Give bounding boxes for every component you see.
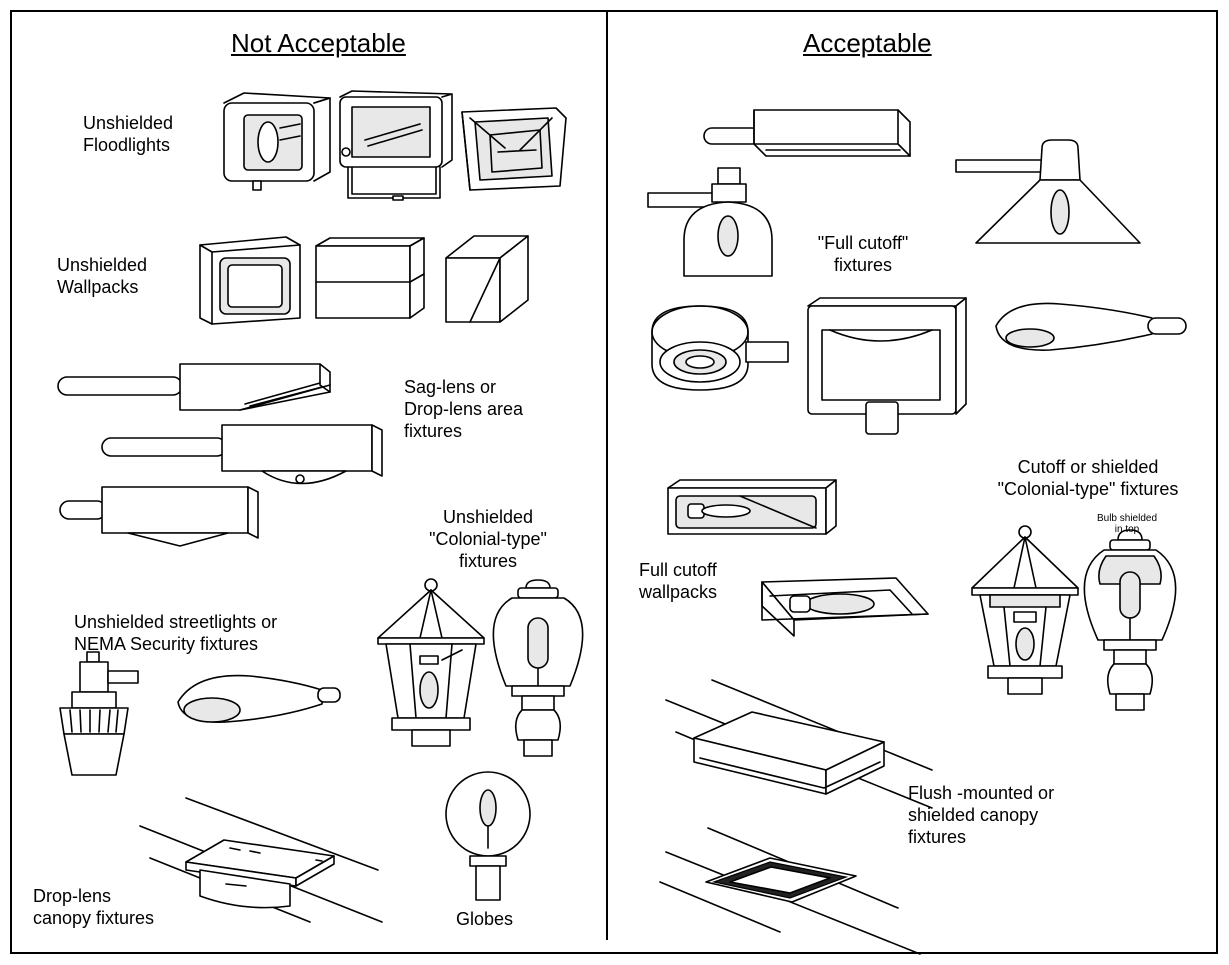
floodlight-1-icon	[224, 93, 330, 190]
label-cutoff-colonial-fixtures: Cutoff or shielded "Colonial-type" fixtu…	[997, 457, 1179, 499]
acorn-fixture-shielded-icon	[1084, 530, 1175, 710]
label-drop-lens-canopy: Drop-lens canopy fixtures	[33, 886, 155, 928]
sag-lens-fixture-2-icon	[102, 425, 382, 484]
colonial-lantern-shielded-icon	[972, 526, 1078, 694]
recessed-canopy-fixture-icon	[660, 828, 920, 954]
full-cutoff-round-fixture-icon	[652, 306, 788, 390]
floodlight-2-icon	[340, 91, 452, 200]
cobrahead-streetlight-unshielded-icon	[178, 676, 340, 723]
label-bulb-shielded: Bulb shielded in top	[1096, 513, 1158, 535]
full-cutoff-shoebox-1-icon	[704, 110, 910, 156]
globe-fixture-icon	[446, 772, 530, 900]
label-sag-lens-fixtures: Sag-lens or Drop-lens area fixtures	[404, 377, 524, 441]
heading-acceptable: Acceptable	[803, 28, 932, 58]
sag-lens-fixture-1-icon	[58, 364, 330, 410]
label-unshielded-colonial-fixtures: Unshielded "Colonial-type" fixtures	[429, 507, 547, 571]
full-cutoff-wallpack-1-icon	[668, 480, 836, 534]
sag-lens-fixture-3-icon	[60, 487, 258, 546]
wallpack-1-icon	[200, 237, 300, 324]
drop-lens-canopy-fixture-icon	[140, 798, 382, 922]
wallpack-3-icon	[446, 236, 528, 322]
nema-security-fixture-icon	[60, 652, 138, 775]
full-cutoff-wallpack-2-icon	[762, 578, 928, 636]
label-unshielded-streetlights: Unshielded streetlights or NEMA Security…	[74, 612, 278, 654]
label-globes: Globes	[456, 909, 514, 929]
label-flush-mounted-canopy: Flush -mounted or shielded canopy fixtur…	[908, 783, 1055, 847]
full-cutoff-dome-fixture-icon	[648, 168, 772, 276]
label-full-cutoff-wallpacks: Full cutoff wallpacks	[639, 560, 718, 602]
column-divider	[606, 12, 608, 940]
label-unshielded-wallpacks: Unshielded Wallpacks	[57, 255, 148, 297]
label-full-cutoff-fixtures: "Full cutoff" fixtures	[817, 233, 909, 275]
label-unshielded-floodlights: Unshielded Floodlights	[83, 113, 174, 155]
colonial-lantern-unshielded-icon	[378, 579, 484, 746]
full-cutoff-square-fixture-icon	[808, 298, 966, 434]
floodlight-3-icon	[462, 108, 566, 190]
full-cutoff-cone-fixture-icon	[956, 140, 1140, 243]
heading-not-acceptable: Not Acceptable	[231, 28, 406, 58]
wallpack-2-icon	[316, 238, 424, 318]
flush-mounted-canopy-fixture-icon	[666, 680, 932, 808]
acorn-fixture-unshielded-icon	[493, 580, 582, 756]
cobrahead-full-cutoff-icon	[996, 303, 1186, 350]
